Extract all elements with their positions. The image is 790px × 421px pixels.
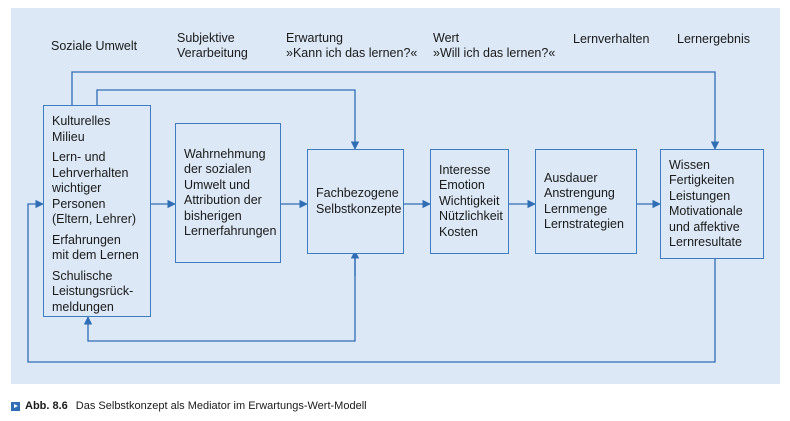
header-erwartung: Erwartung »Kann ich das lernen?« <box>286 31 418 60</box>
loop-milieu-to-selbstkonzepte <box>96 89 360 150</box>
caption-marker-icon <box>11 401 20 411</box>
loop-lower-selbstkonzepte-milieu <box>83 254 356 342</box>
figure-caption: Abb. 8.6 Das Selbstkonzept als Mediator … <box>11 399 367 413</box>
caption-text: Das Selbstkonzept als Mediator im Erwart… <box>75 400 367 412</box>
box-kulturelles-milieu: Kulturelles Milieu Lern- und Lehrverhalt… <box>43 105 151 317</box>
box-wissen: Wissen Fertigkeiten Leistungen Motivatio… <box>660 149 764 259</box>
header-subjektive-verarbeitung: Subjektive Verarbeitung <box>177 31 248 60</box>
box-fachbezogene-selbstkonzepte: Fachbezogene Selbstkonzepte <box>307 149 404 254</box>
header-wert: Wert »Will ich das lernen?« <box>433 31 556 60</box>
milieu-lehrverhalten: Lern- und Lehrverhalten wichtiger Person… <box>52 150 137 226</box>
box-wahrnehmung: Wahrnehmung der sozialen Umwelt und Attr… <box>175 123 281 263</box>
milieu-erfahrungen: Erfahrungen mit dem Lernen <box>52 232 139 263</box>
milieu-kulturelles: Kulturelles Milieu <box>52 114 111 144</box>
header-lernverhalten: Lernverhalten <box>573 32 650 46</box>
box-interesse: Interesse Emotion Wichtigkeit Nützlichke… <box>430 149 509 254</box>
milieu-leistungsrueckmeldungen: Schulische Leistungsrück- meldungen <box>52 268 134 314</box>
header-soziale-umwelt: Soziale Umwelt <box>51 39 138 53</box>
loop-feedback-wissen-milieu <box>27 199 716 363</box>
loop-milieu-to-wissen <box>71 71 720 150</box>
caption-label: Abb. 8.6 <box>25 400 68 412</box>
box-ausdauer: Ausdauer Anstrengung Lernmenge Lernstrat… <box>535 149 637 254</box>
header-lernergebnis: Lernergebnis <box>677 32 750 46</box>
